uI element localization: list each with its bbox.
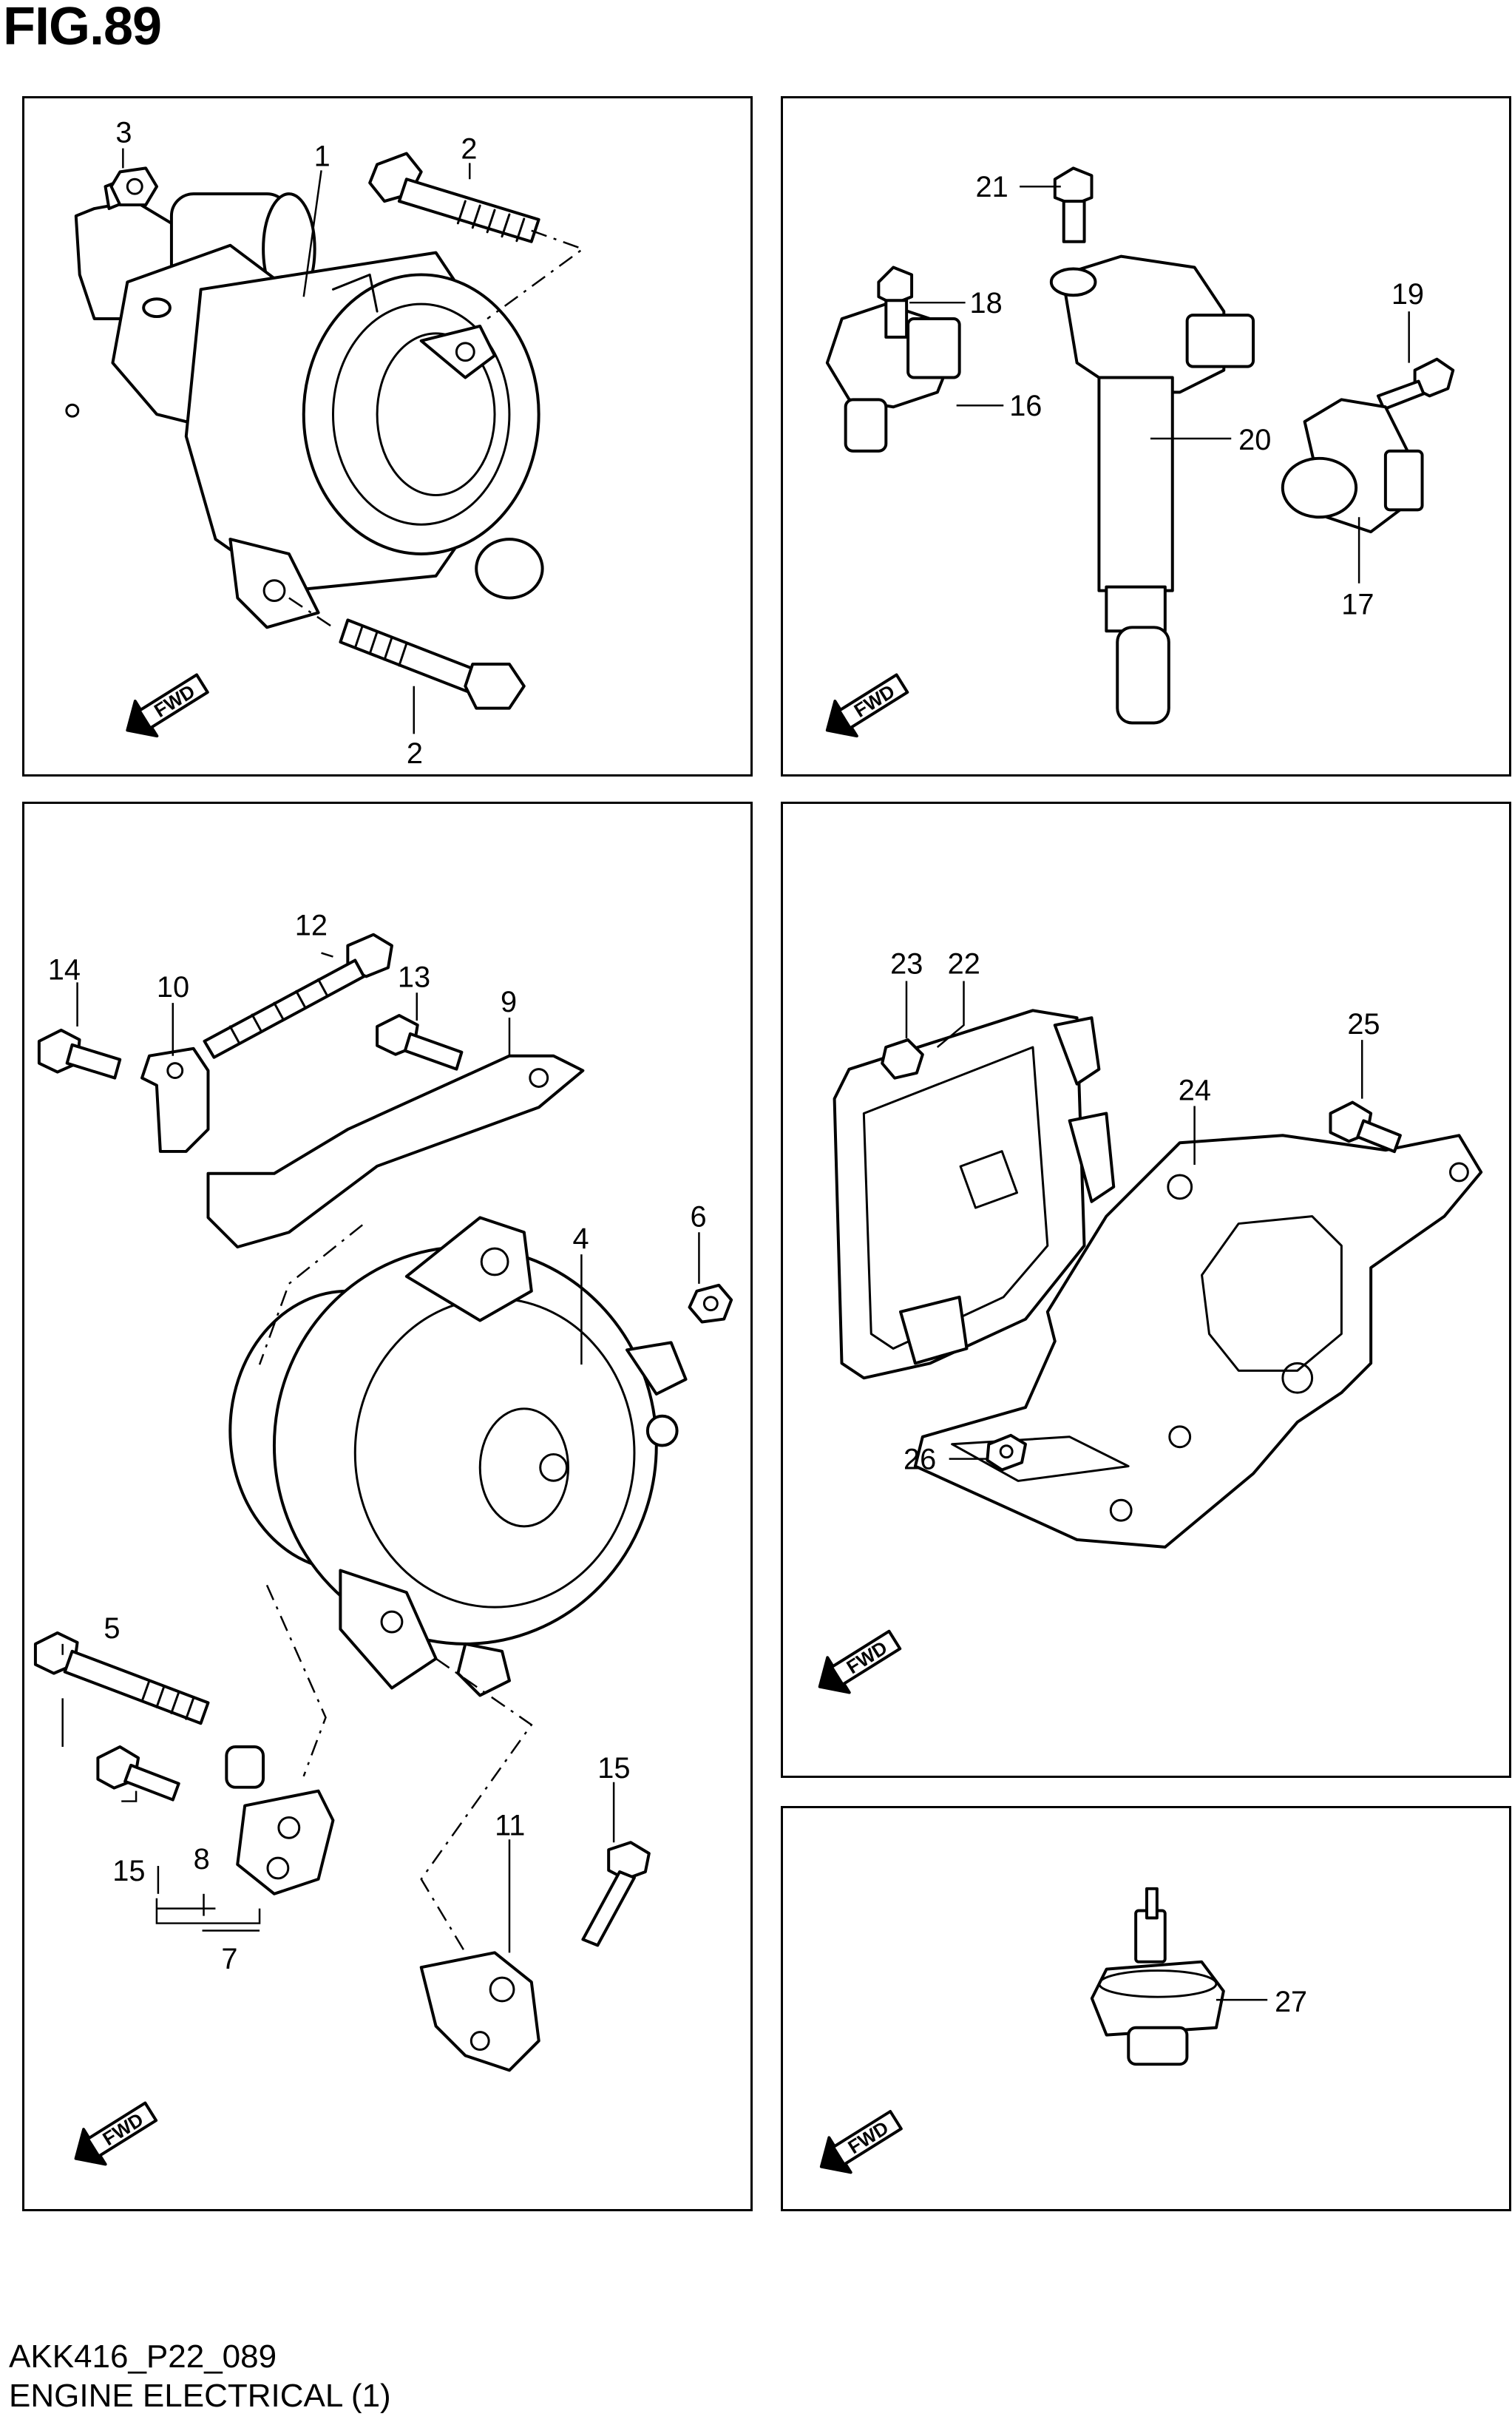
callout-11: 11 [495, 1809, 525, 1841]
bracket-7-drawing [225, 1745, 335, 1895]
bolt-14-drawing [37, 1028, 122, 1080]
callout-19: 19 [1391, 278, 1424, 311]
ignition-diagram: 21 18 16 20 19 17 FWD [825, 166, 1455, 738]
nut-26-drawing [986, 1433, 1027, 1472]
bracket-9-drawing [206, 1054, 585, 1249]
nut-23-drawing [881, 1038, 924, 1080]
starter-diagram: 1 2 3 2 FWD [65, 117, 585, 770]
callout-15-left: 15 [112, 1855, 145, 1887]
figure-title: FIG.89 [3, 0, 162, 56]
bracket-10-drawing [140, 1046, 210, 1153]
callout-18: 18 [970, 287, 1003, 319]
bolt-12-drawing [203, 933, 393, 1059]
callout-2-lower: 2 [407, 737, 423, 770]
callout-15-right: 15 [597, 1752, 630, 1785]
callout-23: 23 [890, 948, 923, 981]
callout-22: 22 [948, 948, 980, 981]
callout-25: 25 [1347, 1008, 1380, 1041]
switch-panel: 27 FWD [781, 1806, 1511, 2211]
nut-3-drawing [109, 166, 159, 207]
callout-26: 26 [904, 1444, 936, 1476]
bolt-2-lower-drawing [339, 618, 526, 710]
callout-8: 8 [194, 1843, 210, 1876]
ecm-diagram: 23 22 24 25 26 FWD [818, 948, 1483, 1694]
bolt-19-drawing [1376, 357, 1455, 411]
fwd-arrow-icon: FWD [819, 2110, 903, 2174]
callout-24: 24 [1179, 1075, 1211, 1107]
switch-27-drawing [1090, 1887, 1225, 2066]
callout-13: 13 [398, 961, 430, 993]
callout-4: 4 [572, 1222, 589, 1255]
ignition-panel: 21 18 16 20 19 17 FWD [781, 96, 1511, 777]
bolt-15-left-drawing [96, 1745, 180, 1802]
ecm-panel: 23 22 24 25 26 FWD [781, 802, 1511, 1778]
callout-12: 12 [295, 910, 328, 942]
figure-code: AKK416_P22_089 [9, 2338, 277, 2375]
ignition-coil-20-drawing [1049, 254, 1255, 725]
figure-caption: ENGINE ELECTRICAL (1) [9, 2378, 391, 2414]
alternator-diagram: 14 10 12 13 9 4 6 5 15 8 7 11 15 FWD [33, 910, 733, 2166]
callout-7: 7 [221, 1943, 237, 1975]
bolt-13-drawing [376, 1014, 464, 1071]
sensor-16-drawing [825, 302, 961, 453]
fwd-arrow-icon: FWD [818, 1629, 902, 1694]
bolt-21-drawing [1053, 166, 1094, 243]
bolt-2-upper-drawing [368, 152, 540, 243]
callout-6: 6 [690, 1200, 706, 1233]
callout-9: 9 [501, 986, 517, 1018]
fwd-arrow-icon: FWD [825, 673, 909, 738]
callout-14: 14 [48, 953, 81, 986]
switch-diagram: 27 FWD [819, 1887, 1307, 2174]
fwd-arrow-icon: FWD [126, 673, 209, 738]
alternator-4-drawing [228, 1216, 688, 1697]
callout-5: 5 [104, 1612, 120, 1645]
callout-21: 21 [976, 171, 1008, 203]
callout-16: 16 [1009, 390, 1042, 422]
callout-10: 10 [157, 971, 189, 1004]
bracket-11-drawing [419, 1951, 540, 2072]
sensor-17-drawing [1281, 398, 1424, 534]
callout-17: 17 [1341, 588, 1374, 620]
bolt-18-drawing [877, 266, 914, 339]
starter-panel: 1 2 3 2 FWD [22, 96, 753, 777]
starter-motor-drawing [65, 177, 544, 629]
callout-3: 3 [115, 117, 132, 149]
alternator-panel: 14 10 12 13 9 4 6 5 15 8 7 11 15 FWD [22, 802, 753, 2211]
nut-6-drawing [688, 1283, 733, 1324]
bracket-24-drawing [913, 1134, 1483, 1549]
bolt-25-drawing [1329, 1100, 1402, 1154]
ecm-22-drawing [833, 1009, 1116, 1380]
callout-27: 27 [1275, 1986, 1307, 2018]
callout-2-upper: 2 [461, 132, 477, 165]
callout-20: 20 [1238, 424, 1271, 456]
bolt-5-drawing [33, 1631, 210, 1725]
bolt-15-right-drawing [581, 1841, 651, 1947]
fwd-arrow-icon: FWD [74, 2101, 158, 2166]
callout-1: 1 [314, 140, 330, 172]
